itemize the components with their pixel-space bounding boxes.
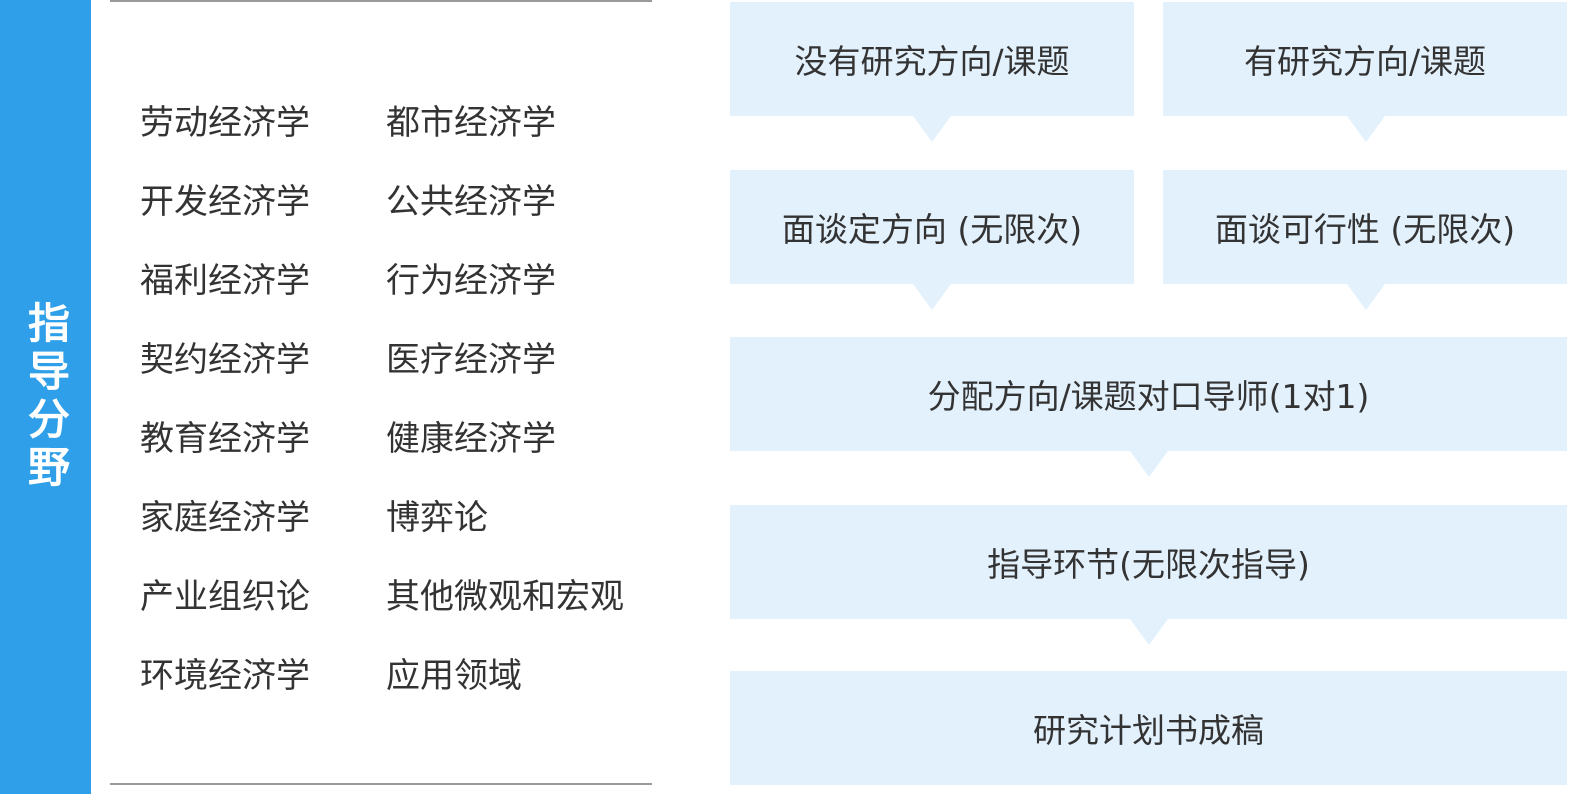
flow-box-feasibility: 面谈可行性 (无限次) <box>1163 170 1567 284</box>
arrow-down-icon <box>1347 116 1385 142</box>
top-divider <box>110 0 652 2</box>
field-item: 行为经济学 <box>386 261 556 301</box>
field-list: 劳动经济学 都市经济学 开发经济学 公共经济学 福利经济学 行为经济学 契约经济… <box>140 80 656 712</box>
field-item: 医疗经济学 <box>386 340 556 380</box>
flow-box-guidance: 指导环节(无限次指导) <box>730 505 1567 619</box>
arrow-down-icon <box>1130 619 1168 645</box>
field-item: 博弈论 <box>386 498 488 538</box>
field-item: 产业组织论 <box>140 577 310 617</box>
field-item: 都市经济学 <box>386 103 556 143</box>
arrow-down-icon <box>1130 451 1168 477</box>
arrow-down-icon <box>913 116 951 142</box>
field-item: 劳动经济学 <box>140 103 310 143</box>
side-tab: 指导分野 <box>0 0 91 794</box>
field-item: 应用领域 <box>386 656 522 696</box>
flow-box-has-topic: 有研究方向/课题 <box>1163 2 1567 116</box>
field-item: 健康经济学 <box>386 419 556 459</box>
side-tab-label: 指导分野 <box>21 301 71 493</box>
field-item: 契约经济学 <box>140 340 310 380</box>
flow-box-no-topic: 没有研究方向/课题 <box>730 2 1134 116</box>
field-item: 家庭经济学 <box>140 498 310 538</box>
arrow-down-icon <box>1347 284 1385 310</box>
bottom-divider <box>110 783 652 785</box>
flow-box-set-direction: 面谈定方向 (无限次) <box>730 170 1134 284</box>
field-item: 环境经济学 <box>140 656 310 696</box>
flow-box-plan-draft: 研究计划书成稿 <box>730 671 1567 785</box>
field-item: 公共经济学 <box>386 182 556 222</box>
flow-box-assign-mentor: 分配方向/课题对口导师(1对1) <box>730 337 1567 451</box>
arrow-down-icon <box>913 284 951 310</box>
field-item: 福利经济学 <box>140 261 310 301</box>
field-item: 其他微观和宏观 <box>386 577 624 617</box>
field-item: 教育经济学 <box>140 419 310 459</box>
field-item: 开发经济学 <box>140 182 310 222</box>
